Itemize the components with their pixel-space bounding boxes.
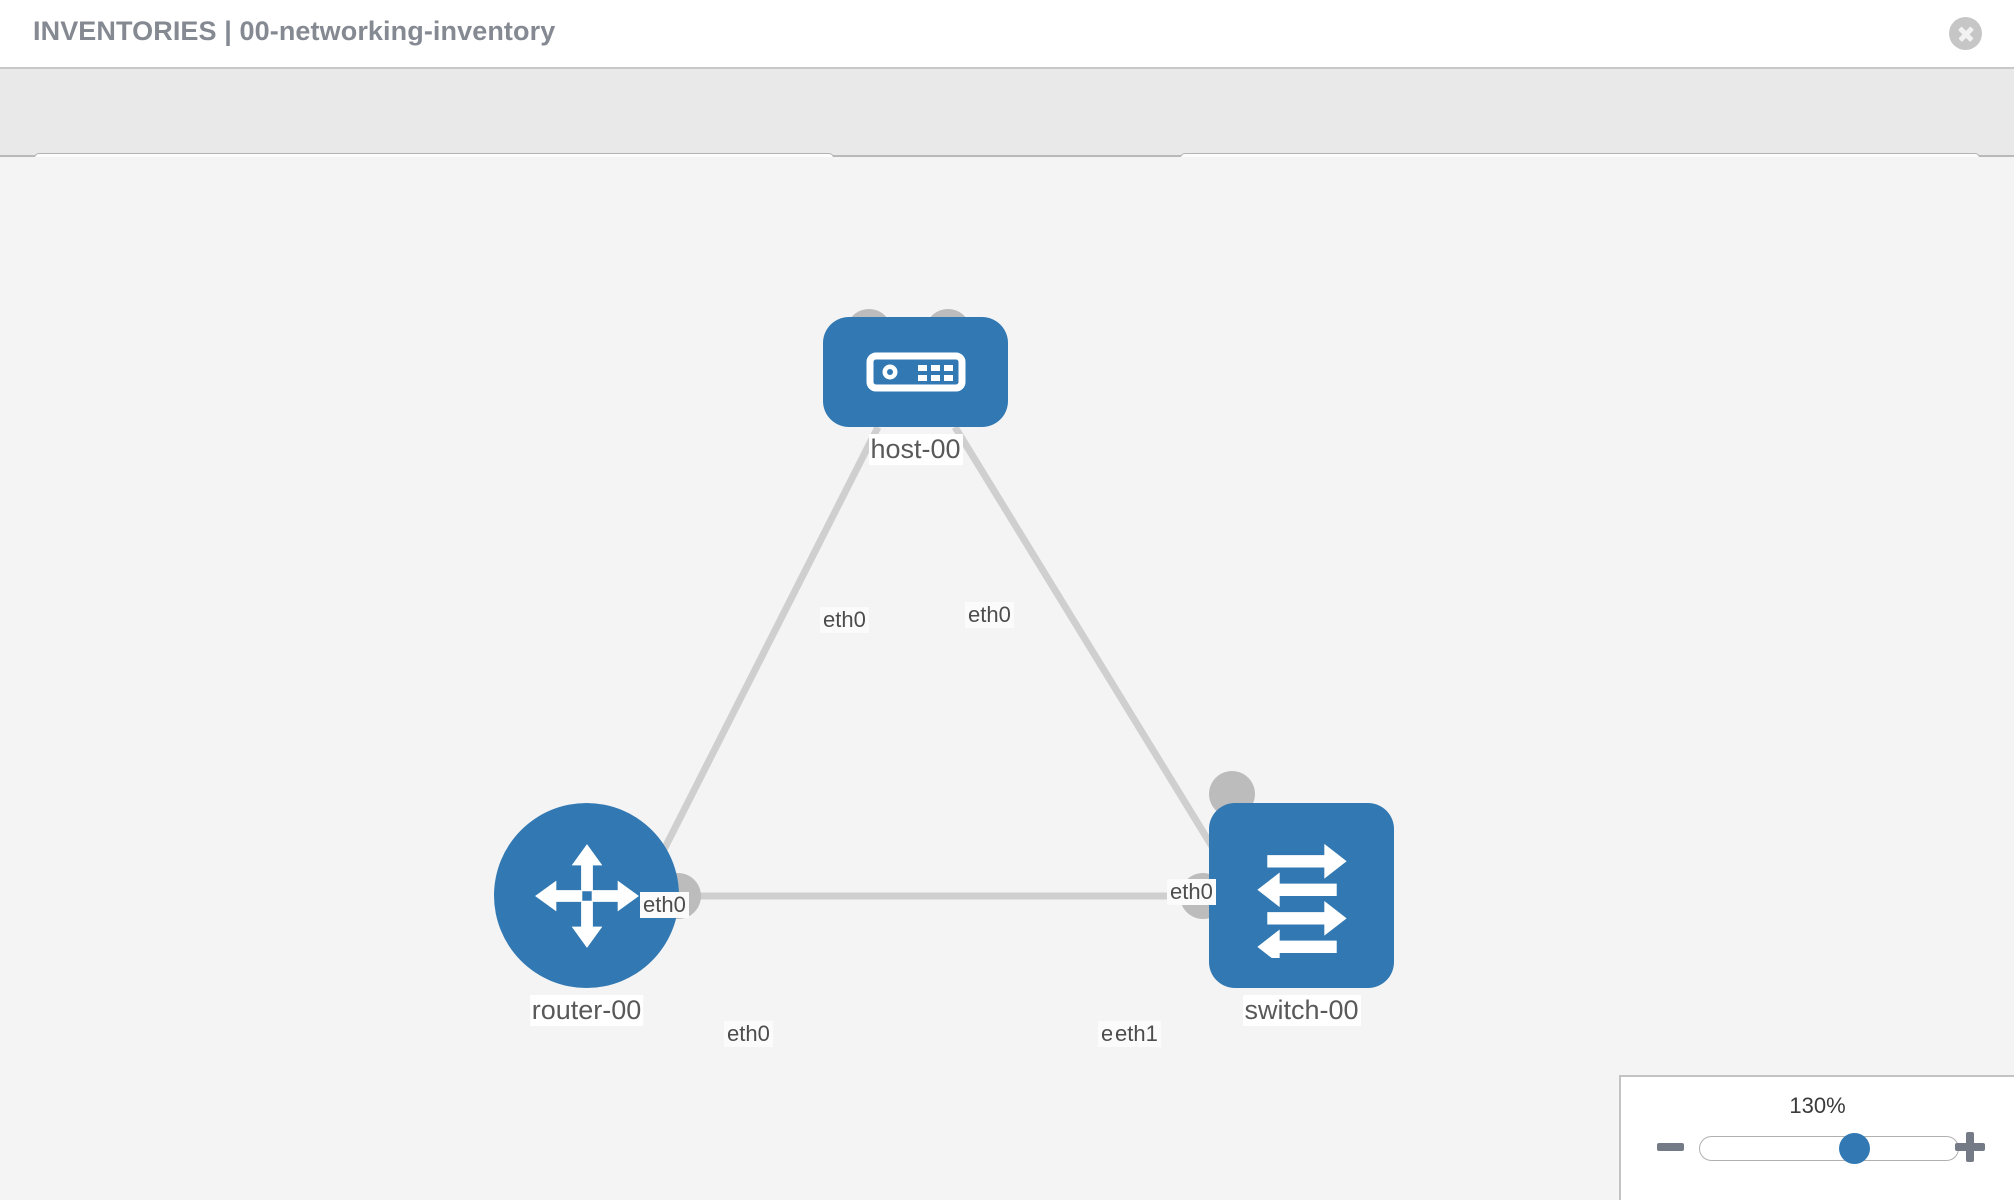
node-router-00-label: router-00 [529,995,644,1026]
zoom-slider-track[interactable] [1699,1133,1959,1164]
node-router-00[interactable]: router-00 [494,803,679,1063]
page-title: INVENTORIES | 00-networking-inventory [33,16,556,46]
node-switch-00-shape[interactable] [1209,803,1394,988]
topology-canvas[interactable]: host-00 router-00 [0,157,2014,1200]
edge-label-router-eth0-up: eth0 [640,892,689,918]
zoom-control-panel: 130% [1619,1075,2014,1200]
topology-links [636,425,1235,900]
node-host-00-shape[interactable] [823,317,1008,427]
node-switch-00[interactable]: switch-00 [1209,803,1394,1063]
toolbar: ACTIONS SEARCH [0,69,2014,211]
server-icon [866,352,965,392]
zoom-slider-thumb[interactable] [1839,1133,1871,1164]
zoom-out-button[interactable] [1657,1143,1684,1151]
zoom-level-value: 130% [1789,1093,1846,1118]
router-arrows-icon [534,843,639,948]
edge-label-host-eth0-left: eth0 [820,607,869,633]
node-host-00-label: host-00 [868,434,963,465]
zoom-in-button[interactable] [1953,1130,1987,1164]
close-icon[interactable] [1949,17,1982,50]
edge-label-switch-eth0-up: eth0 [1167,879,1216,905]
edge-label-host-eth0-right: eth0 [965,602,1014,628]
node-host-00[interactable]: host-00 [823,317,1008,502]
edge-label-router-eth0-right: eth0 [724,1021,773,1047]
node-switch-00-label: switch-00 [1242,995,1361,1026]
page-header: INVENTORIES | 00-networking-inventory [0,0,2014,69]
switch-arrows-icon [1256,843,1347,958]
edge-label-switch-eth1-left: eth1 [1112,1021,1161,1047]
zoom-slider-row [1621,1130,2014,1170]
